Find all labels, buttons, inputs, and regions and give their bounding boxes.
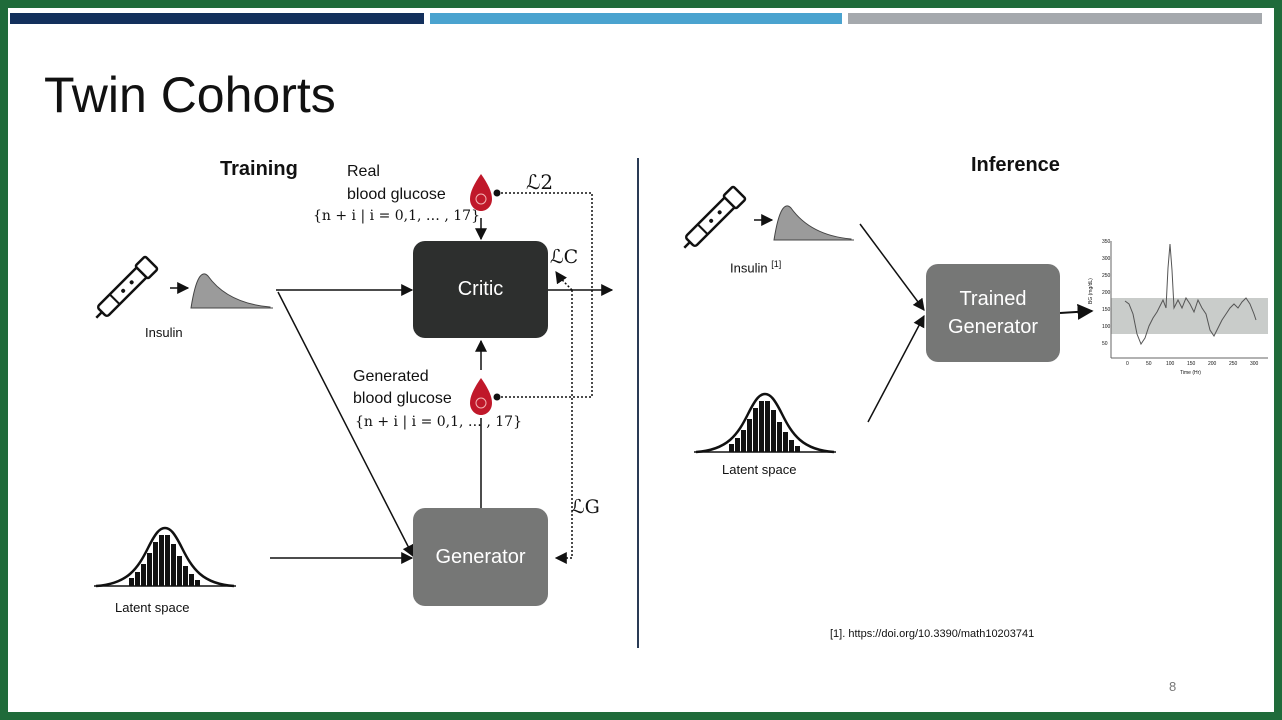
- critic-label: Critic: [457, 278, 504, 300]
- plot-ytick: 250: [1102, 273, 1111, 279]
- insulin-pen-icon: [95, 255, 159, 319]
- generated-label-line1: Generated: [353, 368, 429, 385]
- generated-label-line2: blood glucose: [353, 390, 452, 407]
- real-label-line1: Real: [347, 163, 380, 180]
- plot-xtick: 200: [1208, 361, 1217, 367]
- inference-insulin-text: Insulin: [730, 260, 768, 276]
- blood-drop-icon: [470, 174, 492, 211]
- glucose-output-plot: [1110, 241, 1268, 359]
- inference-heading: Inference: [971, 154, 1060, 176]
- accent-bar-dark: [10, 13, 424, 24]
- trained-generator-line2: Generator: [947, 316, 1039, 338]
- training-heading: Training: [220, 158, 298, 180]
- diagram-canvas: [94, 158, 1268, 648]
- page-number: 8: [1169, 679, 1177, 694]
- inference-latent-label: Latent space: [722, 462, 797, 477]
- insulin-reference-marker: [1]: [771, 259, 782, 269]
- plot-ytick: 200: [1102, 290, 1111, 296]
- pdf-curve-icon: [170, 273, 273, 309]
- plot-y-axis-label: BG (mg/dL): [1088, 278, 1094, 304]
- real-label-line2: blood glucose: [347, 186, 446, 203]
- generated-index-set: {n + i | i = 0,1, … , 17}: [355, 414, 522, 430]
- insulin-pen-icon: [683, 185, 747, 249]
- footnote-reference: [1]. https://doi.org/10.3390/math1020374…: [830, 628, 1035, 640]
- trained-generator-box: Trained Generator: [926, 264, 1060, 362]
- trained-generator-line1: Trained: [959, 288, 1027, 310]
- plot-ytick: 100: [1102, 324, 1111, 330]
- plot-xtick: 300: [1250, 361, 1259, 367]
- generator-box: Generator: [413, 508, 548, 606]
- plot-xtick: 0: [1126, 361, 1129, 367]
- plot-ytick: 150: [1102, 307, 1111, 313]
- latent-space-label: Latent space: [115, 600, 190, 615]
- plot-xtick: 150: [1187, 361, 1196, 367]
- loss-lg-label: ℒG: [571, 496, 600, 518]
- plot-xtick: 50: [1146, 361, 1152, 367]
- page-title: Twin Cohorts: [44, 67, 336, 123]
- plot-ytick: 300: [1102, 256, 1111, 262]
- plot-x-axis-label: Time (Hr): [1180, 370, 1201, 376]
- insulin-label: Insulin: [145, 325, 183, 340]
- plot-ytick: 350: [1102, 239, 1111, 245]
- plot-xtick: 100: [1166, 361, 1175, 367]
- histogram-bell-icon: [94, 526, 236, 588]
- plot-ytick: 50: [1102, 341, 1108, 347]
- histogram-bell-icon: [694, 392, 836, 454]
- plot-xtick: 250: [1229, 361, 1238, 367]
- generator-label: Generator: [435, 545, 526, 568]
- inference-insulin-label: Insulin [1]: [730, 259, 781, 275]
- real-index-set: {n + i | i = 0,1, … , 17}: [313, 208, 480, 224]
- accent-bar-grey: [848, 13, 1262, 24]
- blood-drop-icon: [470, 378, 492, 415]
- loss-l2-label: ℒ2: [526, 170, 554, 194]
- loss-lc-label: ℒC: [550, 246, 579, 268]
- slide: Twin Cohorts: [8, 8, 1274, 712]
- accent-bar-blue: [430, 13, 842, 24]
- critic-box: Critic: [413, 241, 548, 338]
- pdf-curve-icon: [754, 205, 854, 241]
